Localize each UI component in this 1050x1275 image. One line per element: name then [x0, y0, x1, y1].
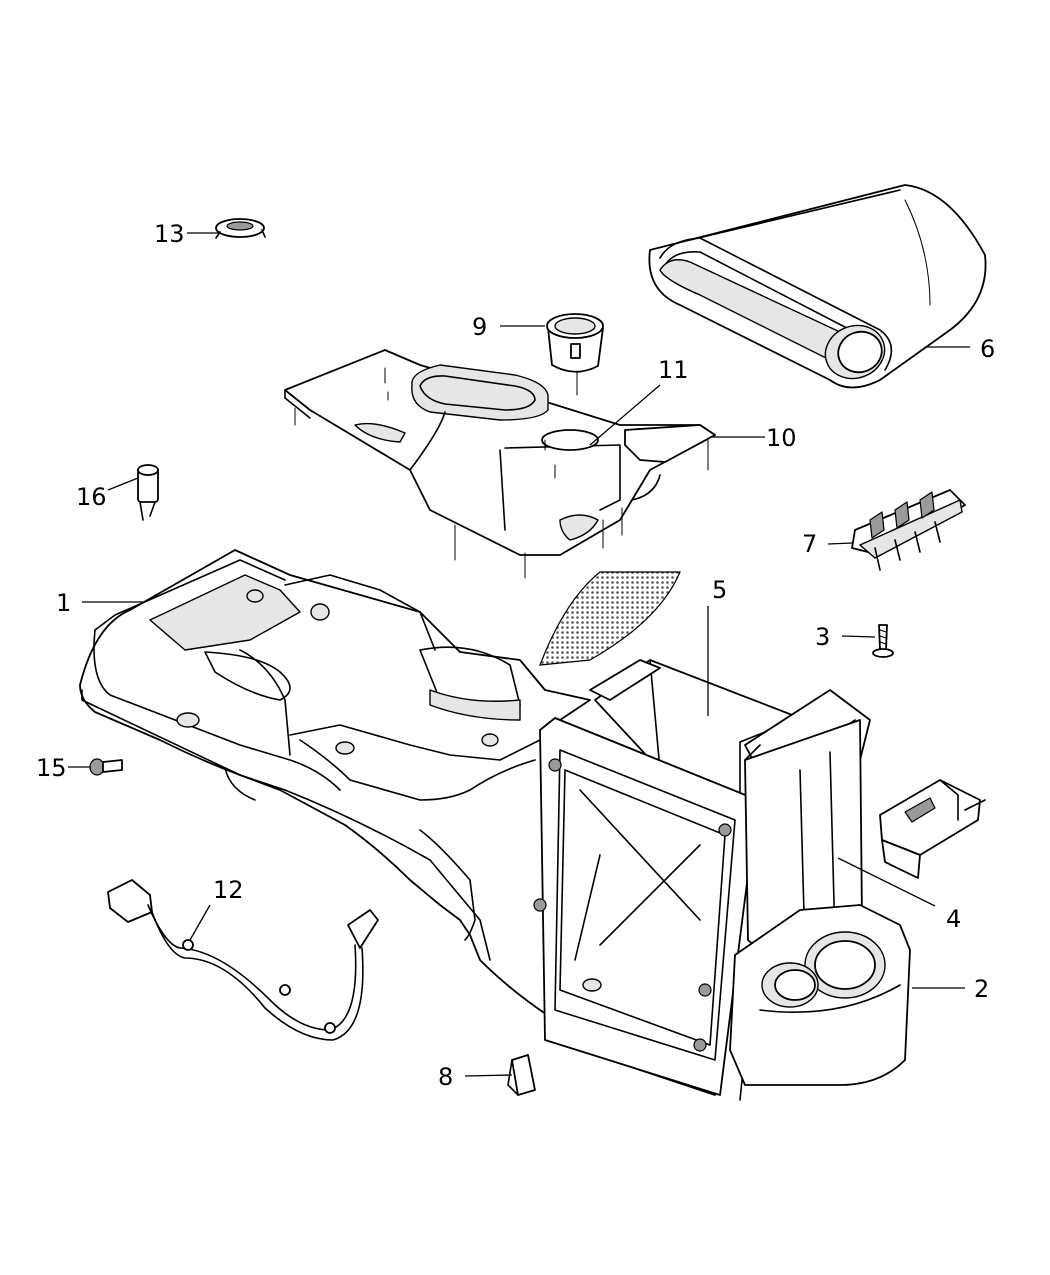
leader-8	[464, 1074, 513, 1077]
callout-10: 10	[766, 424, 797, 452]
callout-3: 3	[815, 623, 830, 651]
callout-labels: 1 2 3 4 5 6 7 8 9 10 11 12 13 15 16	[36, 220, 995, 1091]
part-15-bolt	[89, 758, 123, 776]
leader-11	[589, 384, 661, 446]
leader-12	[189, 904, 211, 941]
callout-16: 16	[76, 483, 107, 511]
callout-2: 2	[974, 975, 989, 1003]
callout-12: 12	[213, 876, 244, 904]
part-2-cupholder-base	[729, 904, 911, 1086]
side-plate	[533, 717, 771, 1101]
callout-4: 4	[946, 905, 961, 933]
callout-6: 6	[980, 335, 995, 363]
part-3-screw	[872, 624, 894, 658]
callout-15: 15	[36, 754, 67, 782]
callout-1: 1	[56, 589, 71, 617]
part-12-wiring-harness	[107, 879, 379, 1041]
part-6-armrest-lid	[648, 184, 987, 389]
part-13-cap	[215, 218, 266, 239]
callout-5: 5	[712, 576, 727, 604]
leader-16	[107, 477, 139, 491]
leader-lines	[68, 232, 970, 1077]
leader-4	[837, 857, 936, 907]
callout-8: 8	[438, 1063, 453, 1091]
part-switch-assembly	[879, 779, 986, 879]
part-16-connector	[137, 464, 159, 521]
mesh-panel	[539, 571, 681, 666]
leader-3	[841, 635, 876, 638]
leader-7	[827, 542, 853, 545]
part-10-console-bezel	[284, 349, 716, 579]
callout-9: 9	[472, 313, 487, 341]
callout-7: 7	[802, 530, 817, 558]
callout-11: 11	[658, 356, 689, 384]
part-1-floor-console	[79, 549, 716, 1096]
callout-13: 13	[154, 220, 185, 248]
part-9-cup-insert	[546, 313, 604, 396]
part-7-switch-bank	[851, 489, 966, 571]
part-8-clip	[507, 1054, 536, 1096]
